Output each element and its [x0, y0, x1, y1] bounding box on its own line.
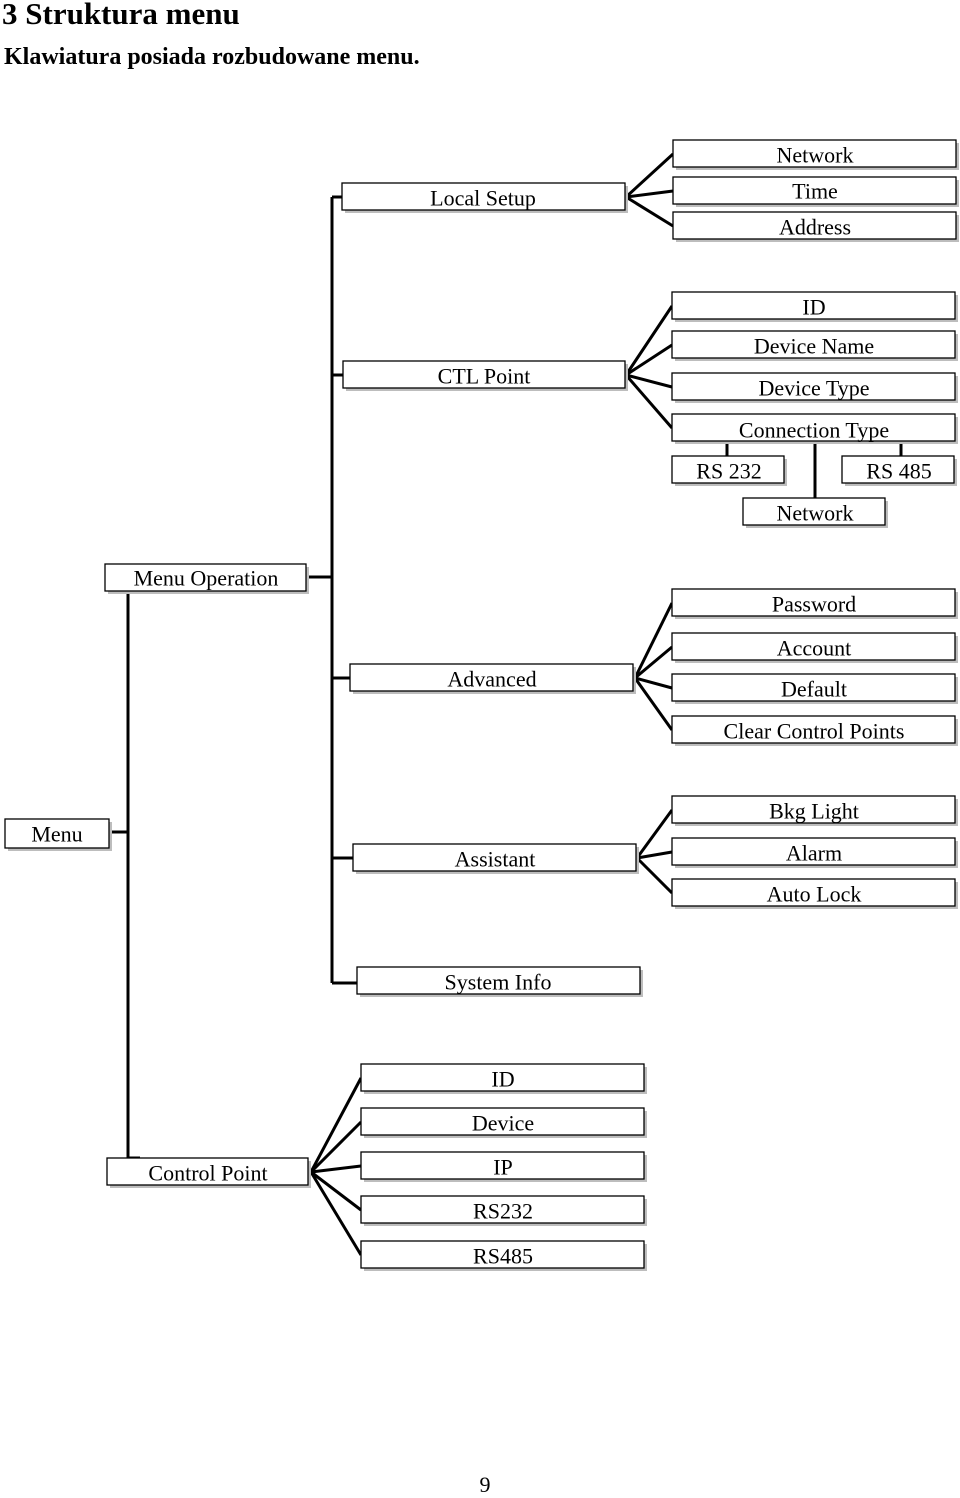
node-local-setup-label: Local Setup [430, 186, 536, 211]
diagram-connectors [110, 152, 903, 1256]
node-control-point-ip: IP [360, 1151, 647, 1182]
node-menu: Menu [4, 818, 112, 851]
node-control-point-ip-label: IP [493, 1155, 513, 1180]
node-assistant-alarm: Alarm [671, 837, 958, 868]
node-local-setup-address-label: Address [779, 215, 851, 240]
node-control-point-device-label: Device [472, 1111, 534, 1136]
page-number: 9 [479, 1472, 491, 1497]
node-advanced-label: Advanced [447, 667, 536, 692]
node-advanced: Advanced [349, 663, 636, 694]
node-advanced-clear-control-points-label: Clear Control Points [724, 719, 905, 744]
node-connection-network-label: Network [777, 501, 854, 526]
node-ctl-point-id-label: ID [802, 295, 825, 320]
node-local-setup: Local Setup [341, 182, 628, 213]
node-control-point-id: ID [360, 1063, 647, 1094]
node-ctl-point-connection-type: Connection Type [671, 413, 958, 444]
node-assistant-auto-lock: Auto Lock [671, 878, 958, 909]
node-ctl-point-device-type-label: Device Type [758, 376, 869, 401]
node-control-point-label: Control Point [148, 1161, 267, 1186]
node-advanced-password-label: Password [772, 592, 856, 617]
intro-text: Klawiatura posiada rozbudowane menu. [4, 44, 420, 70]
node-assistant-bkg-light: Bkg Light [671, 795, 958, 826]
node-ctl-point-id: ID [671, 291, 958, 322]
node-advanced-default: Default [671, 673, 958, 704]
node-assistant-alarm-label: Alarm [786, 841, 842, 866]
node-control-point-device: Device [360, 1107, 647, 1138]
node-ctl-point-device-name-label: Device Name [754, 334, 874, 359]
node-rs232: RS 232 [671, 455, 787, 486]
node-menu-operation: Menu Operation [104, 563, 309, 594]
node-local-setup-time-label: Time [792, 179, 838, 204]
node-connection-network: Network [742, 497, 888, 528]
node-assistant-bkg-light-label: Bkg Light [769, 799, 859, 824]
node-ctl-point-connection-type-label: Connection Type [739, 418, 889, 443]
node-ctl-point-label: CTL Point [438, 364, 531, 389]
node-control-point-rs485-label: RS485 [473, 1244, 533, 1269]
node-assistant-auto-lock-label: Auto Lock [767, 882, 862, 907]
node-local-setup-network-label: Network [777, 143, 854, 168]
node-assistant-label: Assistant [455, 847, 536, 872]
node-ctl-point-device-name: Device Name [671, 330, 958, 361]
node-ctl-point: CTL Point [342, 360, 628, 391]
node-ctl-point-device-type: Device Type [671, 372, 958, 403]
node-control-point-rs485: RS485 [360, 1240, 647, 1271]
node-local-setup-address: Address [672, 211, 959, 242]
node-assistant: Assistant [352, 843, 639, 874]
node-control-point-rs232-label: RS232 [473, 1199, 533, 1224]
node-advanced-password: Password [671, 588, 958, 619]
node-menu-label: Menu [31, 822, 82, 847]
node-advanced-account-label: Account [777, 636, 852, 661]
node-advanced-default-label: Default [781, 677, 847, 702]
node-menu-operation-label: Menu Operation [134, 566, 279, 591]
node-control-point-rs232: RS232 [360, 1195, 647, 1226]
node-control-point: Control Point [106, 1157, 311, 1188]
node-rs485-label: RS 485 [866, 459, 931, 484]
node-system-info-label: System Info [445, 970, 552, 995]
node-rs485: RS 485 [841, 455, 957, 486]
node-advanced-clear-control-points: Clear Control Points [671, 715, 958, 746]
node-local-setup-network: Network [672, 139, 959, 170]
node-local-setup-time: Time [672, 176, 959, 207]
node-system-info: System Info [356, 966, 643, 997]
page-heading: 3 Struktura menu [2, 0, 240, 31]
node-advanced-account: Account [671, 632, 958, 663]
node-control-point-id-label: ID [491, 1067, 514, 1092]
node-rs232-label: RS 232 [696, 459, 761, 484]
